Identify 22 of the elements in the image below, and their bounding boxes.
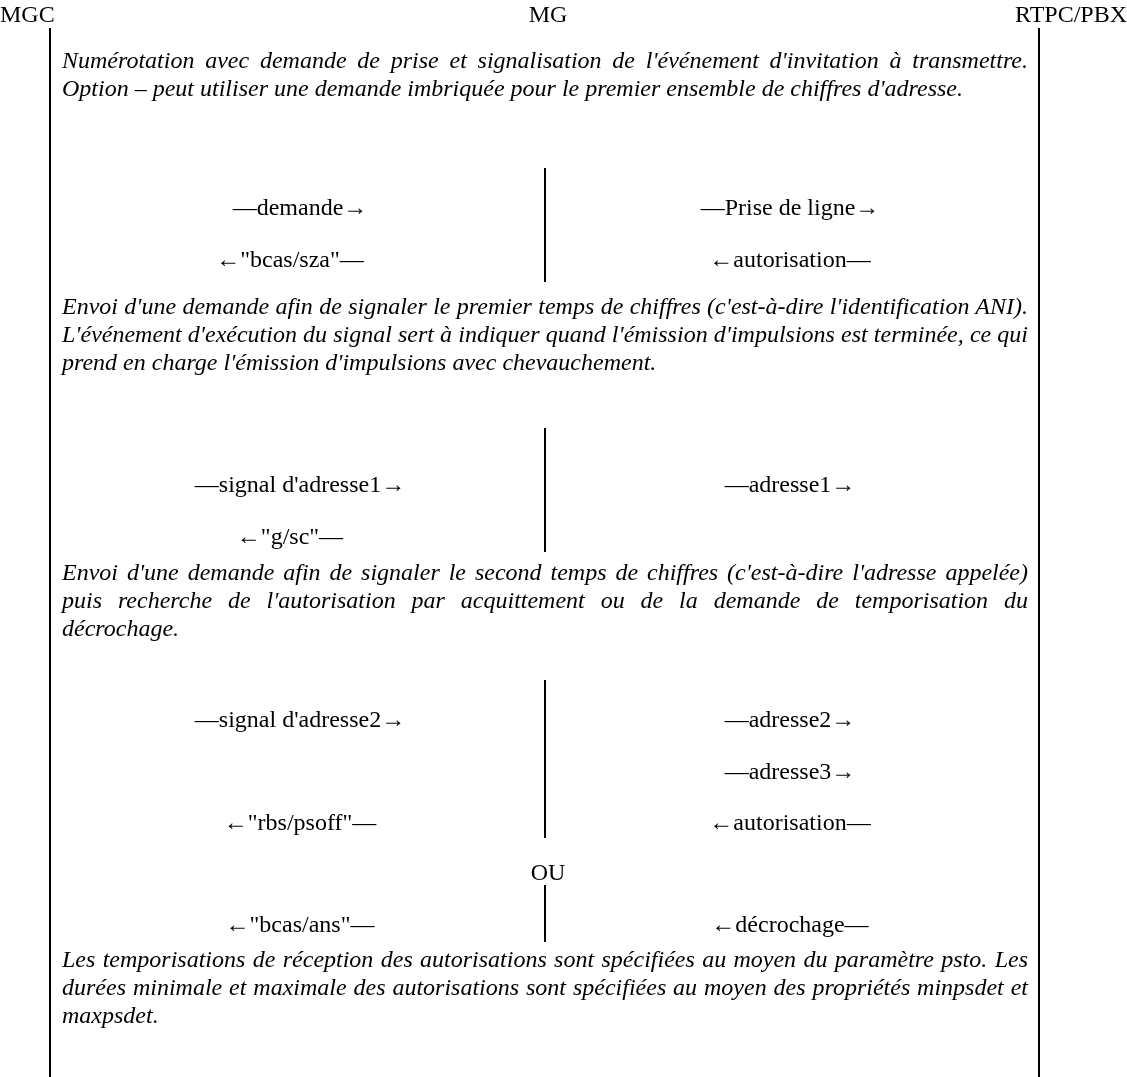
message-label: ←décrochage— [711, 910, 869, 938]
message-label: —signal d'adresse2→ [194, 705, 406, 733]
lifeline-header: MG [528, 0, 568, 28]
message-label: —adresse3→ [724, 757, 856, 785]
message-label: ←"bcas/sza"— [216, 245, 364, 273]
message-label: ←autorisation— [709, 808, 871, 836]
message-label: —adresse2→ [724, 705, 856, 733]
message-label: —demande→ [232, 193, 368, 221]
message-label: ←"rbs/psoff"— [223, 808, 377, 836]
message-label: —adresse1→ [724, 470, 856, 498]
message-label: —signal d'adresse1→ [194, 470, 406, 498]
note-text: Envoi d'une demande afin de signaler le second temps de chiffres (c'est-à-dire l'adresse appelée) puis recherche de l'autorisation par acquittement ou de la demande de temporisation du décrochage. [62, 558, 1028, 642]
note-text: Numérotation avec demande de prise et signalisation de l'événement d'invitation à transmettre. Option – peut utiliser une demande imbriquée pour le premier ensemble de chiffres d'adresse. [62, 46, 1028, 102]
lifeline-header: MGC [0, 0, 55, 28]
message-label: —Prise de ligne→ [700, 193, 880, 221]
note-text: Envoi d'une demande afin de signaler le premier temps de chiffres (c'est-à-dire l'identification ANI). L'événement d'exécution du signal sert à indiquer quand l'émission d'impulsions est terminée, ce qui prend en charge l'émission d'impulsions avec chevauchement. [62, 292, 1028, 376]
note-text: Les temporisations de réception des autorisations sont spécifiées au moyen du paramètre psto. Les durées minimale et maximale des autorisations sont spécifiées au moyen des propriétés minpsdet et maxpsdet. [62, 945, 1028, 1029]
message-label: ←"g/sc"— [236, 522, 344, 550]
message-label: ←"bcas/ans"— [225, 910, 375, 938]
message-label: ←autorisation— [709, 245, 871, 273]
alternative-label: OU [530, 858, 566, 886]
lifeline-header: RTPC/PBX [1015, 0, 1127, 28]
